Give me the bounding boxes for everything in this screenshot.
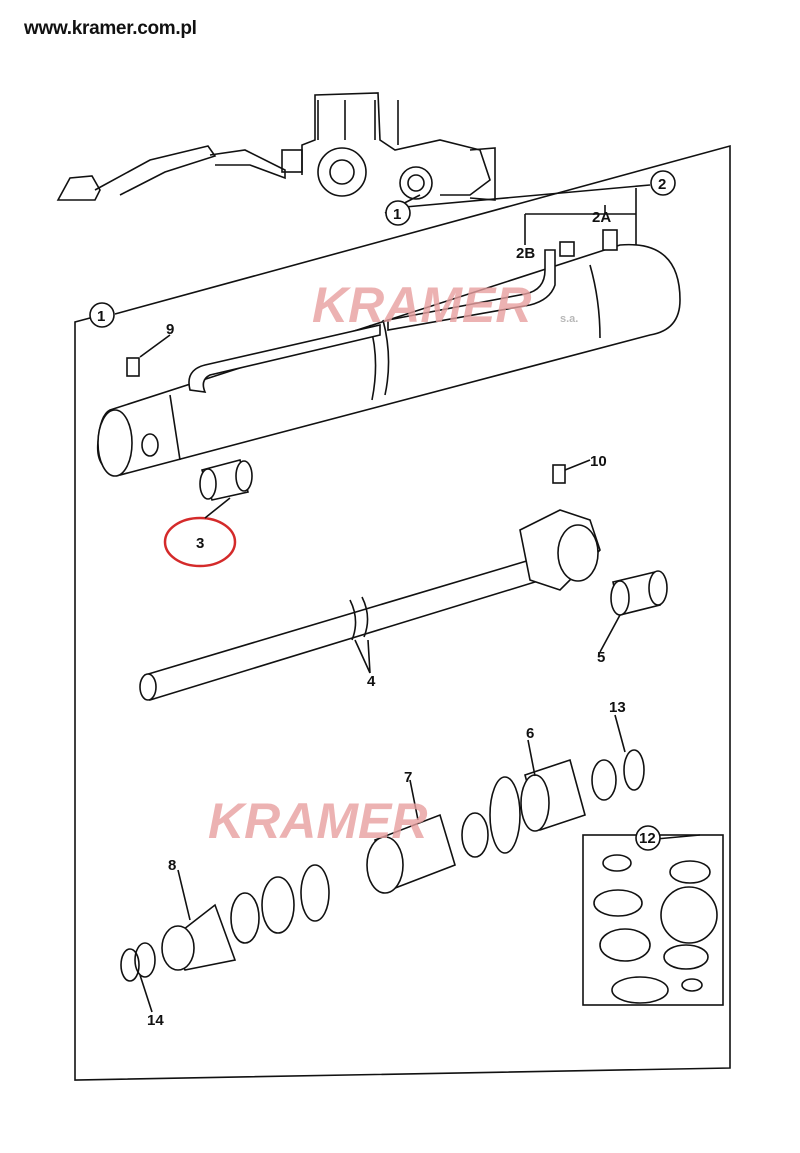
callout-2a: 2A <box>592 209 611 226</box>
callout-13: 13 <box>609 699 626 716</box>
callout-4: 4 <box>367 673 376 690</box>
svg-text:s.a.: s.a. <box>560 313 578 325</box>
callout-8: 8 <box>168 857 176 874</box>
backhoe-loader-illustration <box>56 92 496 201</box>
bushing-part-3 <box>199 459 253 501</box>
callout-5: 5 <box>597 649 605 666</box>
website-url[interactable]: www.kramer.com.pl <box>24 18 197 39</box>
callout-2b: 2B <box>516 245 535 262</box>
highlight-circle-part-3 <box>163 516 237 568</box>
watermark-top: KRAMER s.a. <box>312 277 578 333</box>
callout-10: 10 <box>590 453 607 470</box>
callout-1-top: 1 <box>385 200 411 226</box>
callout-3: 3 <box>196 535 204 552</box>
cylinder-barrel <box>96 229 681 477</box>
callout-1: 1 <box>89 302 115 328</box>
callout-2: 2 <box>650 170 676 196</box>
callout-12: 12 <box>635 825 661 851</box>
callout-6: 6 <box>526 725 534 742</box>
callout-14: 14 <box>147 1012 164 1029</box>
svg-text:2: 2 <box>658 176 666 193</box>
watermark-middle: KRAMER <box>208 793 427 849</box>
assembly-boundary <box>74 144 731 1081</box>
piston-rod <box>139 464 601 702</box>
svg-text:KRAMER: KRAMER <box>312 277 531 333</box>
seal-kit-box <box>582 834 724 1006</box>
seals-and-piston <box>120 749 645 982</box>
bushing-part-5 <box>610 570 668 616</box>
callout-7: 7 <box>404 769 412 786</box>
svg-text:1: 1 <box>97 308 105 325</box>
svg-text:1: 1 <box>393 206 401 223</box>
svg-text:12: 12 <box>639 830 656 847</box>
callout-9: 9 <box>166 321 174 338</box>
